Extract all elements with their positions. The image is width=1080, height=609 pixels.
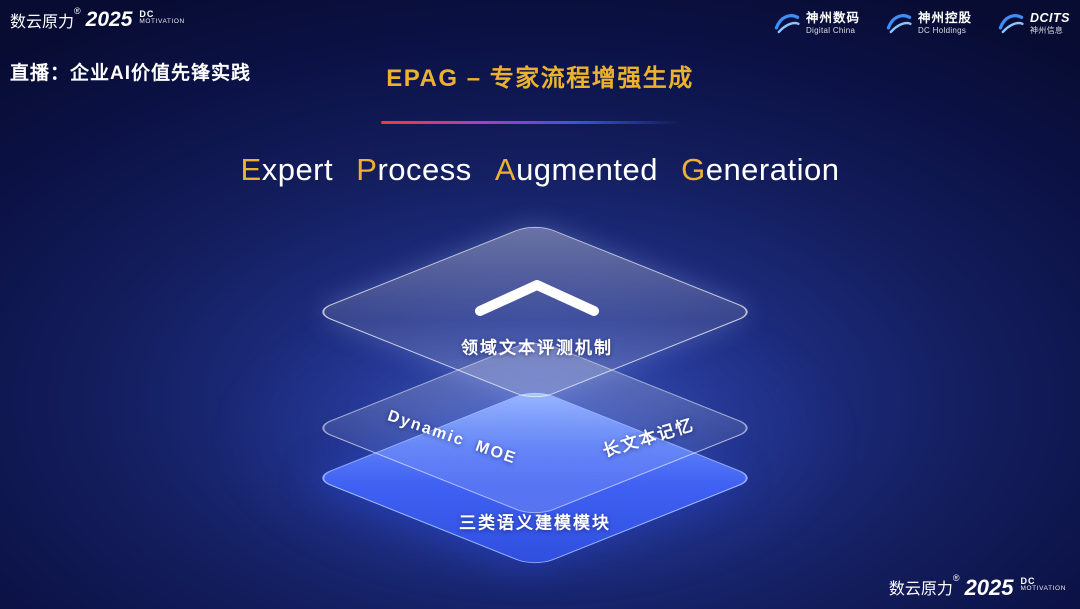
swoosh-icon bbox=[774, 14, 800, 34]
partner-sub: DC Holdings bbox=[917, 25, 967, 35]
partner-logo-digital-china: 神州数码 Digital China bbox=[774, 10, 860, 36]
registered-mark: ® bbox=[952, 573, 960, 583]
subtitle-initial: E bbox=[240, 152, 262, 187]
subtitle-initial: A bbox=[494, 152, 517, 187]
brand-motivation-text: MOTIVATION bbox=[1020, 585, 1066, 593]
footer-brand-logo: 数云原力® 2025 DC MOTIVATION bbox=[888, 573, 1066, 601]
layer-bottom-label: 三类语义建模模块 bbox=[459, 513, 611, 533]
partner-sub: 神州信息 bbox=[1030, 25, 1064, 35]
brand-dc-text: DC bbox=[139, 9, 155, 19]
partner-name: DCITS bbox=[1030, 11, 1070, 26]
title-divider bbox=[381, 121, 681, 124]
swoosh-icon bbox=[998, 14, 1024, 34]
partner-sub: Digital China bbox=[805, 25, 856, 35]
brand-sub: DC MOTIVATION bbox=[139, 9, 185, 26]
brand-main-text: 数云原力 bbox=[888, 581, 953, 598]
partner-logos: 神州数码 Digital China 神州控股 DC Holdings DCIT… bbox=[774, 10, 1070, 36]
chevron-up-icon bbox=[475, 280, 599, 316]
brand-logo: 数云原力® 2025 DC MOTIVATION bbox=[10, 6, 185, 32]
partner-name: 神州数码 bbox=[805, 11, 860, 26]
partner-logo-dc-holdings: 神州控股 DC Holdings bbox=[886, 10, 972, 36]
subtitle-rest: ugmented bbox=[516, 152, 658, 187]
brand-year: 2025 bbox=[85, 8, 133, 31]
subtitle-initial: P bbox=[356, 152, 378, 187]
swoosh-icon bbox=[886, 14, 912, 34]
registered-mark: ® bbox=[74, 6, 81, 16]
english-subtitle: Expert Process Augmented Generation bbox=[234, 152, 847, 188]
brand-motivation-text: MOTIVATION bbox=[139, 18, 185, 26]
subtitle-rest: eneration bbox=[705, 152, 840, 187]
partner-text: 神州控股 DC Holdings bbox=[918, 11, 972, 35]
live-badge: 直播：企业AI价值先锋实践 bbox=[10, 63, 252, 84]
subtitle-word: Expert bbox=[241, 152, 334, 187]
partner-logo-dcits: DCITS 神州信息 bbox=[998, 10, 1070, 36]
partner-text: 神州数码 Digital China bbox=[806, 11, 860, 35]
subtitle-rest: xpert bbox=[261, 152, 334, 187]
brand-main-text: 数云原力 bbox=[10, 14, 75, 31]
brand-name: 数云原力® bbox=[10, 6, 81, 32]
subtitle-word: Augmented bbox=[495, 152, 658, 187]
partner-text: DCITS 神州信息 bbox=[1030, 11, 1070, 35]
subtitle-initial: G bbox=[681, 152, 706, 187]
layer-top-label: 领域文本评测机制 bbox=[461, 338, 613, 358]
subtitle-rest: rocess bbox=[377, 152, 472, 187]
partner-name: 神州控股 bbox=[917, 11, 972, 26]
brand-name: 数云原力® bbox=[888, 573, 960, 599]
brand-year: 2025 bbox=[964, 575, 1014, 600]
page-title: EPAG – 专家流程增强生成 bbox=[386, 65, 694, 92]
brand-dc-text: DC bbox=[1020, 576, 1036, 586]
subtitle-word: Generation bbox=[681, 152, 839, 187]
brand-sub: DC MOTIVATION bbox=[1020, 576, 1066, 593]
subtitle-word: Process bbox=[356, 152, 472, 187]
